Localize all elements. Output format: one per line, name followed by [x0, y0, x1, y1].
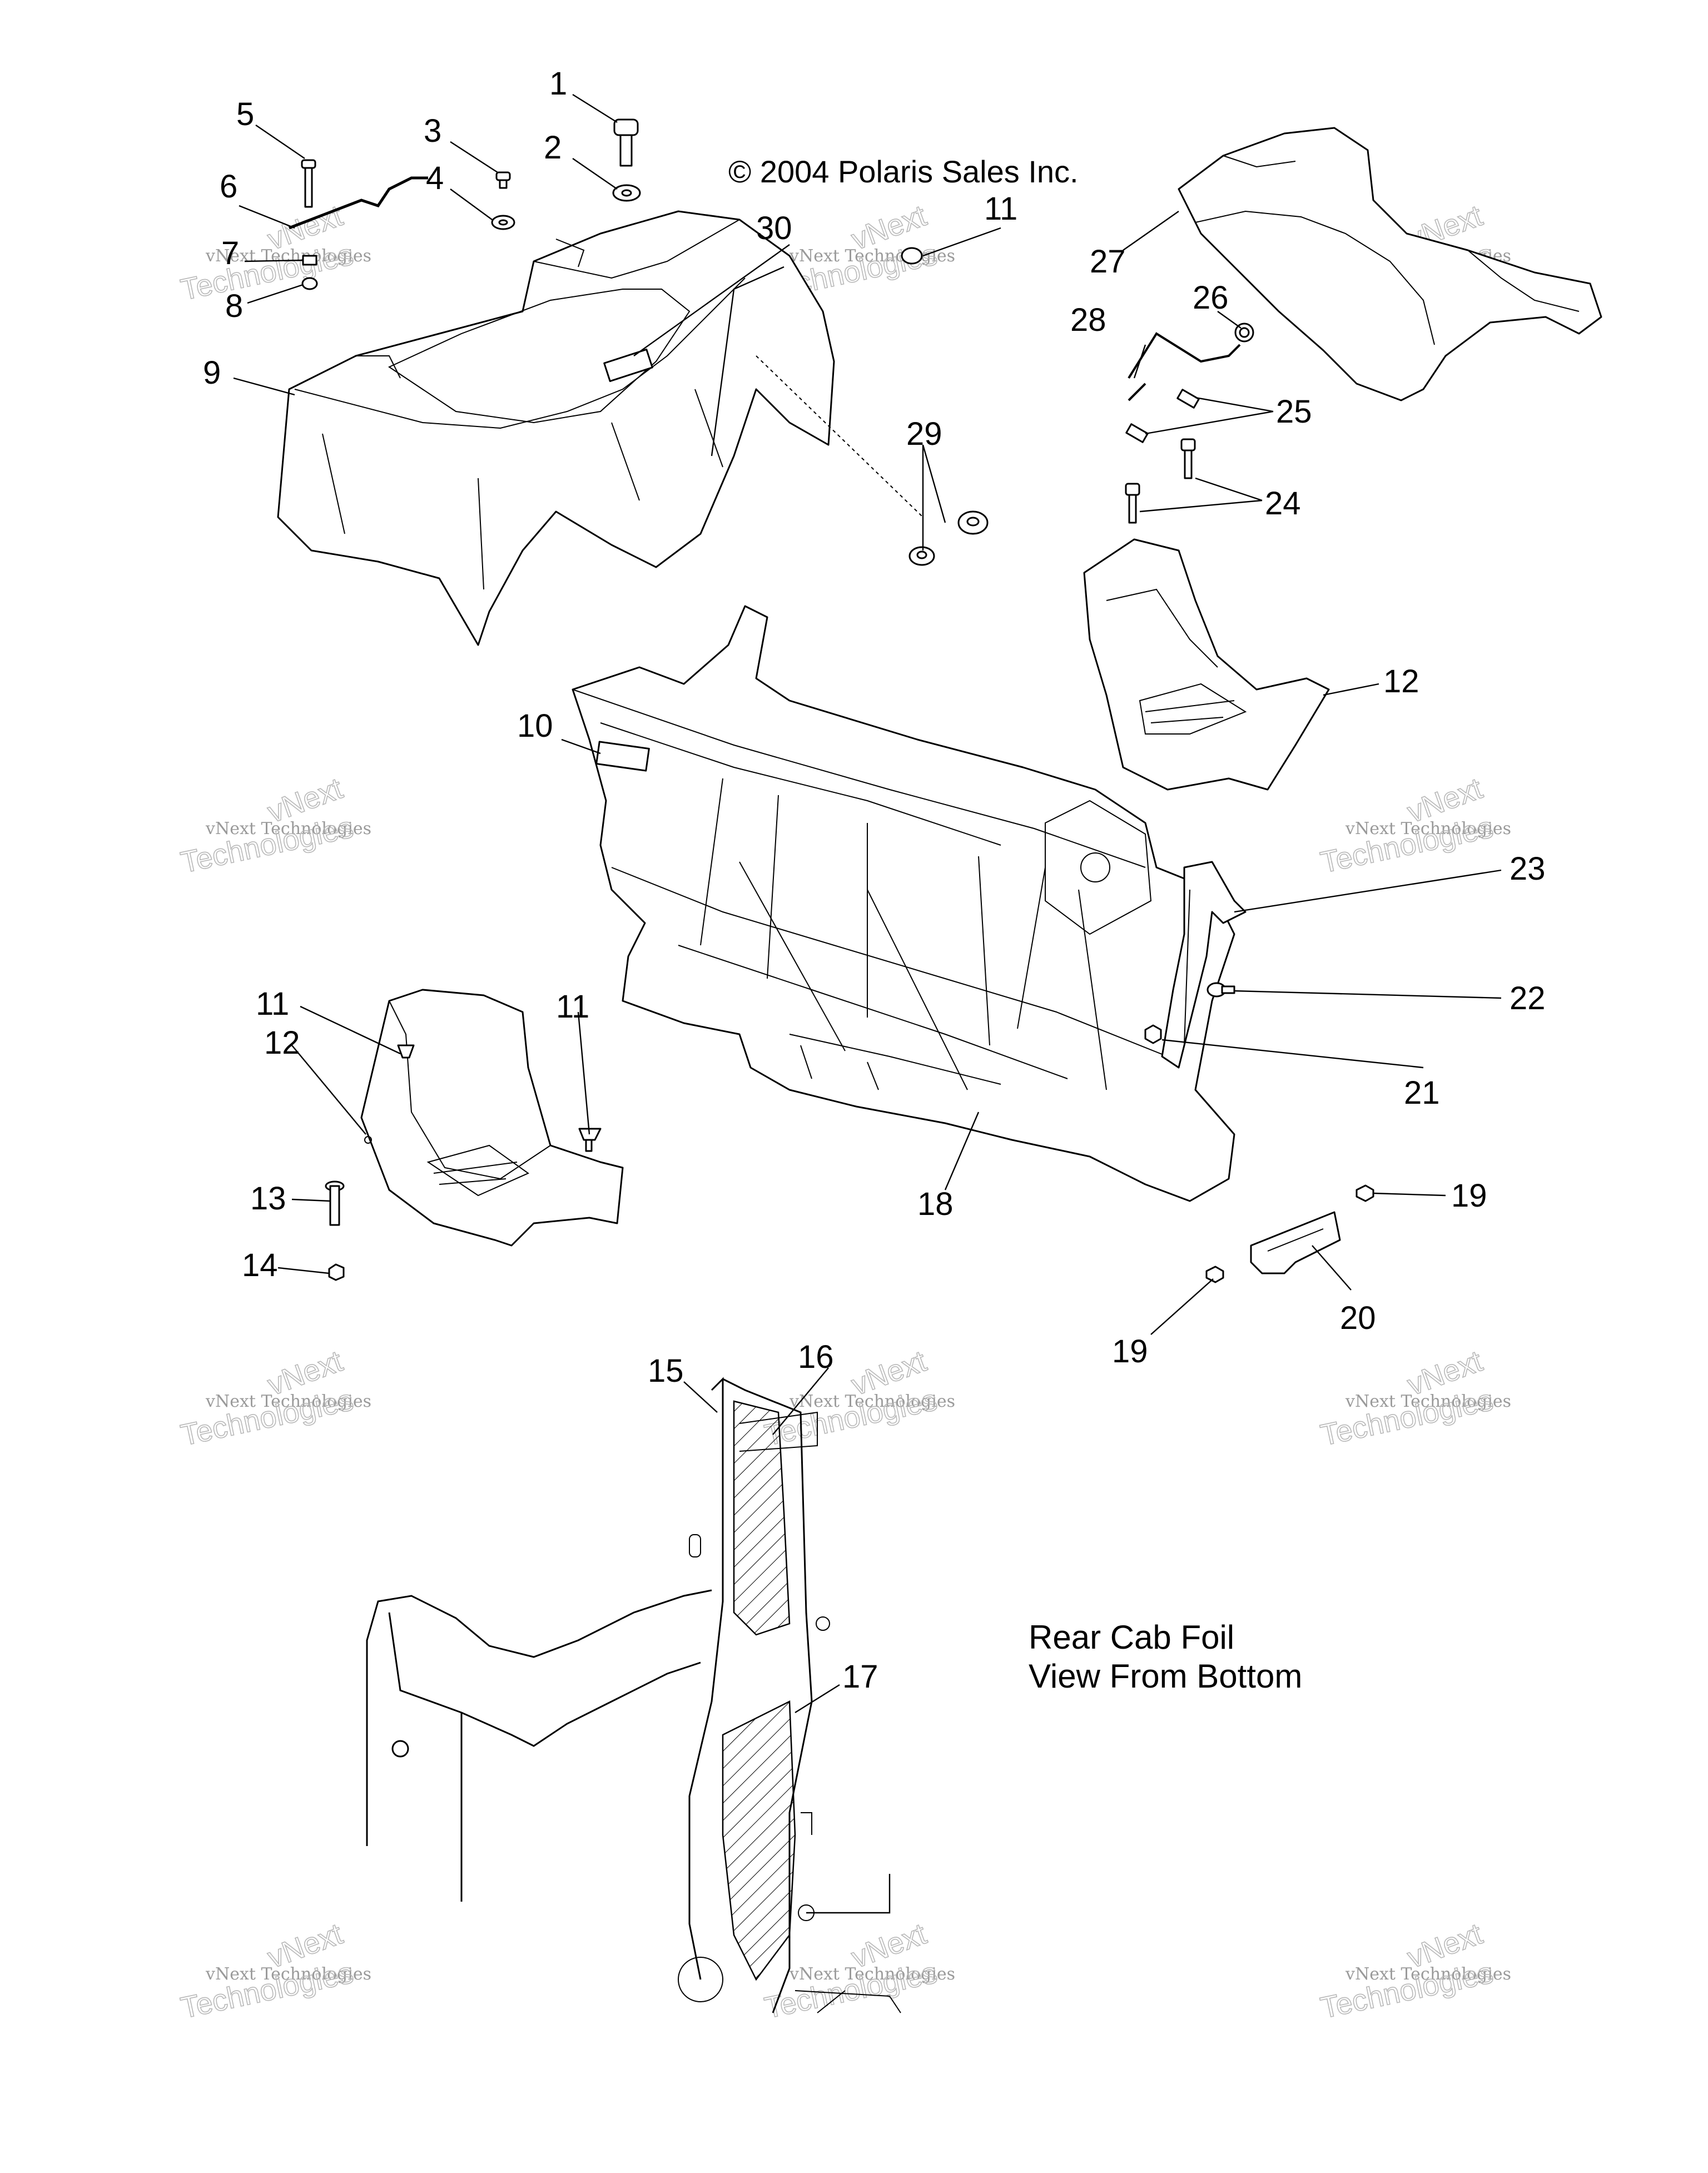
- nut-21[interactable]: [1144, 1024, 1162, 1044]
- callout-22: 22: [1510, 980, 1546, 1016]
- watermark-small: vNext Technologies: [789, 1392, 955, 1411]
- latch-28[interactable]: [1128, 332, 1241, 401]
- callout-20: 20: [1340, 1300, 1376, 1336]
- push-rivet-11-mid[interactable]: [578, 1128, 602, 1152]
- push-rivet-11-left[interactable]: [397, 1044, 415, 1059]
- copyright-notice: © 2004 Polaris Sales Inc.: [728, 154, 1079, 189]
- seat-part[interactable]: [1178, 127, 1602, 401]
- callout-14: 14: [242, 1247, 278, 1283]
- watermark-small: vNext Technologies: [1345, 1964, 1511, 1984]
- clip-25[interactable]: [1125, 389, 1200, 443]
- callout-16: 16: [798, 1339, 834, 1375]
- callout-11-left: 11: [256, 986, 289, 1022]
- bolt-13[interactable]: [325, 1180, 345, 1226]
- callout-23: 23: [1510, 851, 1546, 887]
- watermark-small: vNext Technologies: [789, 1964, 955, 1984]
- callout-11-mid: 11: [556, 989, 589, 1025]
- callout-21: 21: [1404, 1075, 1440, 1111]
- callout-24: 24: [1265, 485, 1301, 522]
- watermark-small: vNext Technologies: [205, 1392, 371, 1411]
- footwell-right-part[interactable]: [1083, 538, 1330, 791]
- bracket-20[interactable]: [1250, 1211, 1341, 1274]
- watermark-small: vNext Technologies: [1345, 819, 1511, 839]
- callout-28: 28: [1070, 302, 1106, 338]
- callout-2: 2: [544, 130, 562, 166]
- callout-1: 1: [549, 66, 567, 102]
- nut-7[interactable]: [302, 255, 317, 266]
- bracket-23[interactable]: [1161, 861, 1247, 1069]
- callout-labels: 1 2 3 4 5 6 7 8 9 10 11 11 11 12 12 13 1…: [203, 66, 1546, 1695]
- callout-17: 17: [842, 1659, 878, 1695]
- pin-24[interactable]: [1125, 438, 1196, 524]
- washer-2[interactable]: [612, 184, 641, 202]
- watermark-small: vNext Technologies: [789, 246, 955, 266]
- nut-8[interactable]: [301, 277, 318, 290]
- decal-30[interactable]: [603, 348, 653, 383]
- callout-5: 5: [236, 96, 254, 132]
- push-rivet-11[interactable]: [901, 247, 923, 265]
- grommet-29[interactable]: [908, 510, 989, 566]
- callout-25: 25: [1276, 394, 1312, 430]
- leader-lines: [233, 93, 1502, 1914]
- watermark-small: vNext Technologies: [1345, 1392, 1511, 1411]
- rear-cab-part[interactable]: [277, 210, 835, 646]
- callout-26: 26: [1193, 280, 1229, 316]
- nut-14[interactable]: [328, 1263, 345, 1281]
- washer-4[interactable]: [491, 215, 515, 230]
- callout-10: 10: [517, 708, 553, 744]
- callout-7: 7: [221, 235, 239, 271]
- callout-11-top: 11: [984, 191, 1017, 227]
- frame-part[interactable]: [572, 605, 1235, 1202]
- callout-12-left: 12: [264, 1025, 300, 1061]
- hardware-bolt-1[interactable]: [613, 118, 639, 167]
- rod-6[interactable]: [289, 176, 428, 230]
- callout-8: 8: [225, 288, 243, 324]
- callout-15: 15: [648, 1353, 684, 1389]
- screw-19-upper[interactable]: [1356, 1184, 1374, 1202]
- caption-line-1: Rear Cab Foil: [1029, 1619, 1234, 1656]
- callout-18: 18: [917, 1186, 954, 1222]
- bolt-5[interactable]: [301, 159, 316, 208]
- screw-22[interactable]: [1206, 982, 1235, 998]
- callout-6: 6: [220, 168, 237, 205]
- foil-view-part[interactable]: [366, 1377, 901, 2013]
- callout-13: 13: [250, 1180, 286, 1217]
- callout-19-left: 19: [1112, 1333, 1148, 1370]
- callout-3: 3: [424, 113, 441, 149]
- callout-19-right: 19: [1451, 1178, 1487, 1214]
- callout-30: 30: [756, 210, 792, 246]
- callout-27: 27: [1090, 244, 1126, 280]
- screw-3[interactable]: [495, 171, 511, 189]
- callout-9: 9: [203, 355, 221, 391]
- footwell-left-part[interactable]: [360, 989, 624, 1247]
- watermark-small: vNext Technologies: [205, 819, 371, 839]
- callout-29: 29: [906, 416, 942, 452]
- screw-19-lower[interactable]: [1205, 1266, 1224, 1283]
- caption-line-2: View From Bottom: [1029, 1658, 1302, 1695]
- callout-4: 4: [426, 160, 444, 196]
- watermark-small: vNext Technologies: [205, 1964, 371, 1984]
- callout-12-right: 12: [1383, 663, 1419, 699]
- watermark-small: vNext Technologies: [205, 246, 371, 266]
